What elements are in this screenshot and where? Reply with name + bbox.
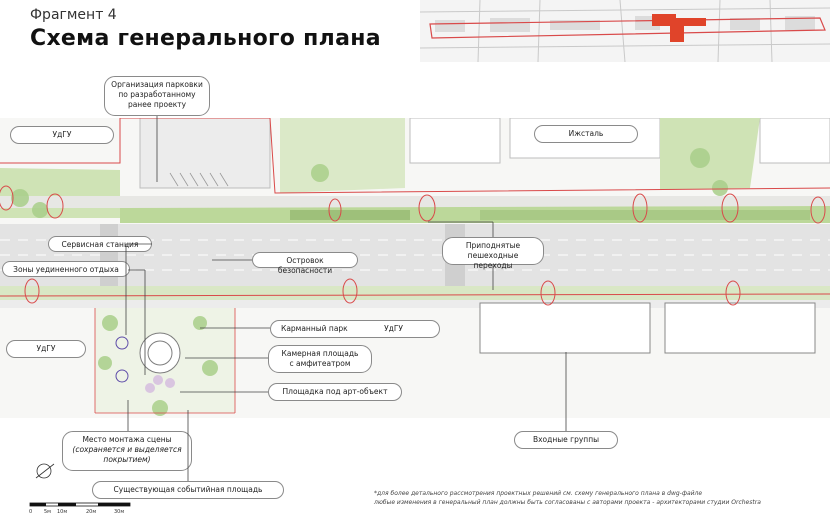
scale-bar — [29, 502, 131, 507]
callout-event-square: Существующая событийная площадь — [92, 481, 284, 499]
master-plan — [0, 118, 830, 418]
key-map — [420, 0, 830, 62]
callout-izhstal: Ижсталь — [534, 125, 638, 143]
building-bottom-1 — [479, 302, 651, 354]
north-arrow-icon — [35, 463, 55, 479]
scale-labels: 0 5м 10м 20м 30м — [29, 509, 125, 515]
callout-safety-island: Островок безопасности — [252, 252, 358, 275]
callout-udgu-left: УдГУ — [6, 340, 86, 358]
page-title: Схема генерального плана — [30, 26, 381, 51]
callout-quiet-zones: Зоны уединенного отдыха — [2, 261, 130, 277]
fragment-label: Фрагмент 4 — [30, 7, 117, 23]
highlight-ellipses — [0, 185, 826, 306]
building-top-left — [139, 118, 271, 189]
footnote: *для более детального рассмотрения проек… — [374, 490, 761, 506]
boundary-top — [0, 118, 830, 194]
callout-art-object: Площадка под арт-объект — [268, 383, 402, 401]
callout-entrance-groups: Входные группы — [514, 431, 618, 449]
callout-udgu-top-left: УдГУ — [10, 126, 114, 144]
callout-pocket-park: Карманный парк УдГУ — [270, 320, 440, 338]
callout-service-station: Сервисная станция — [48, 236, 152, 252]
amphitheatre — [139, 332, 181, 374]
building-bottom-2 — [664, 302, 816, 354]
keymap-highlight — [652, 14, 676, 26]
callout-stage-place: Место монтажа сцены (сохраняется и выдел… — [62, 431, 192, 471]
